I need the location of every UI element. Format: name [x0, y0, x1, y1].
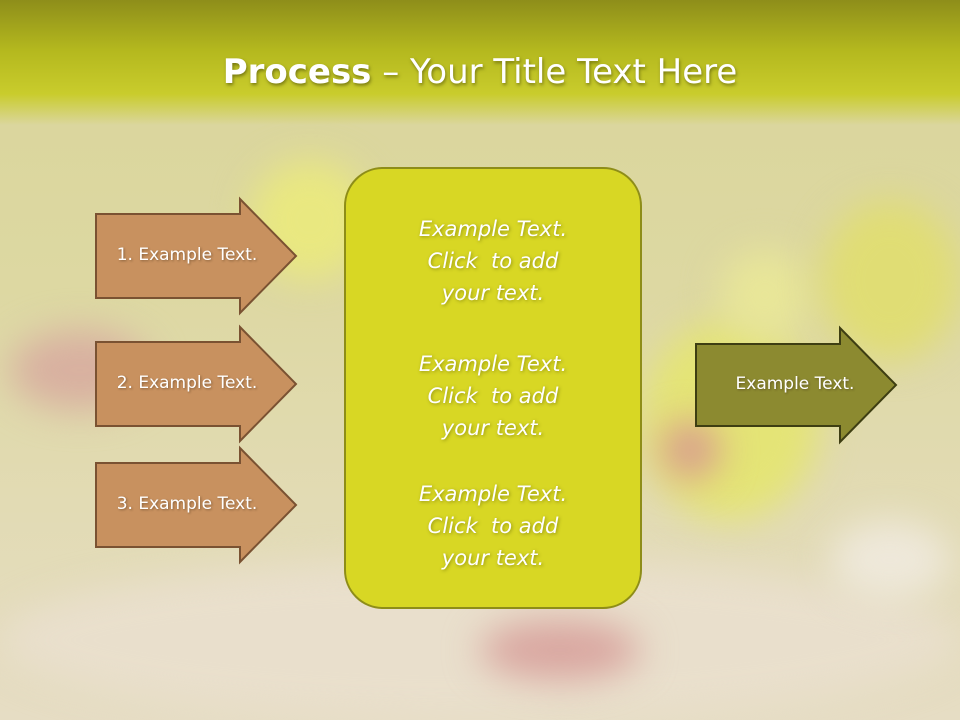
center-text-line: Click to add	[427, 384, 559, 408]
center-text-line: Example Text.	[418, 352, 568, 376]
left-arrow-3[interactable]	[95, 445, 298, 565]
right-arrow-label: Example Text.	[735, 374, 855, 394]
title-bar	[0, 0, 960, 125]
right-arrow[interactable]	[695, 325, 898, 445]
title-bold: Process	[222, 52, 372, 92]
center-text-line: Example Text.	[418, 482, 568, 506]
title-rest: – Your Title Text Here	[371, 52, 738, 92]
left-arrow-3-label: 3. Example Text.	[116, 494, 258, 514]
left-arrow-1[interactable]	[95, 196, 298, 316]
center-text-block-3: Example Text. Click to add your text.	[345, 478, 641, 574]
center-text-line: your text.	[441, 546, 545, 570]
center-text-line: your text.	[441, 416, 545, 440]
center-text-line: Click to add	[427, 514, 559, 538]
left-arrow-2-label: 2. Example Text.	[116, 373, 258, 393]
center-text-line: your text.	[441, 281, 545, 305]
center-text-block-2: Example Text. Click to add your text.	[345, 348, 641, 444]
left-arrow-2[interactable]	[95, 324, 298, 444]
center-text-line: Click to add	[427, 249, 559, 273]
center-text-line: Example Text.	[418, 217, 568, 241]
left-arrow-1-label: 1. Example Text.	[116, 245, 258, 265]
center-text-block-1: Example Text. Click to add your text.	[345, 213, 641, 309]
center-box[interactable]	[344, 167, 642, 609]
page-title[interactable]: Process – Your Title Text Here	[0, 52, 960, 92]
